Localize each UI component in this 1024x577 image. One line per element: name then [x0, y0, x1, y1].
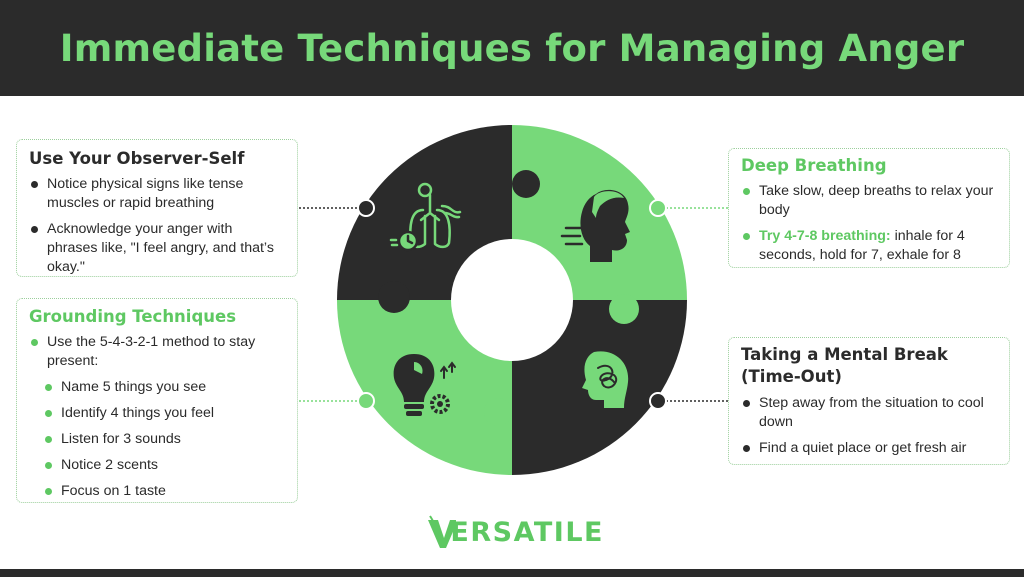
deep-breathing-card: Deep Breathing Take slow, deep breaths t… [728, 148, 1010, 268]
list-item: Listen for 3 sounds [29, 430, 285, 449]
list-item: Acknowledge your anger with phrases like… [29, 220, 285, 277]
connector-dot [357, 199, 375, 217]
puzzle-piece-top-left [337, 125, 512, 300]
mental-break-card: Taking a Mental Break (Time-Out) Step aw… [728, 337, 1010, 465]
connector-dot [649, 392, 667, 410]
page-title: Immediate Techniques for Managing Anger [59, 26, 965, 70]
breathing-highlight: Try 4-7-8 breathing: [759, 228, 891, 245]
grounding-card: Grounding Techniques Use the 5-4-3-2-1 m… [16, 298, 298, 503]
list-item: Name 5 things you see [29, 378, 285, 397]
list-item: Take slow, deep breaths to relax your bo… [741, 182, 997, 220]
mental-break-list: Step away from the situation to cool dow… [741, 394, 997, 458]
list-item: Notice 2 scents [29, 456, 285, 475]
breathing-heading: Deep Breathing [741, 156, 887, 175]
list-item: Identify 4 things you feel [29, 404, 285, 423]
puzzle-knob [609, 294, 639, 324]
observer-self-card: Use Your Observer-Self Notice physical s… [16, 139, 298, 277]
connector-dot [357, 392, 375, 410]
list-item: Use the 5-4-3-2-1 method to stay present… [29, 333, 285, 371]
grounding-list: Use the 5-4-3-2-1 method to stay present… [29, 333, 285, 371]
puzzle-knob [484, 398, 512, 426]
exhale-face-icon [560, 189, 630, 262]
grounding-steps: Name 5 things you see Identify 4 things … [29, 378, 285, 501]
versatile-logo: ERSATILE [424, 512, 604, 552]
observer-heading: Use Your Observer-Self [29, 149, 245, 168]
lightbulb-gear-icon [393, 354, 456, 416]
puzzle-knob [512, 170, 540, 198]
logo-mark-icon [428, 515, 457, 548]
puzzle-knob [378, 281, 410, 313]
breathing-detail: inhale for 4 seconds, hold for 7, exhale… [759, 228, 965, 264]
mental-break-heading: Taking a Mental Break (Time-Out) [741, 345, 948, 386]
head-scribble-icon [582, 351, 629, 408]
connector-dot [649, 199, 667, 217]
grounding-intro: Use the 5-4-3-2-1 method to stay present… [47, 334, 256, 370]
lungs-stopwatch-icon [389, 182, 462, 252]
list-item: Try 4-7-8 breathing: inhale for 4 second… [741, 227, 997, 265]
list-item: Notice physical signs like tense muscles… [29, 175, 285, 213]
list-item: Focus on 1 taste [29, 482, 285, 501]
footer-bar [0, 569, 1024, 577]
grounding-heading: Grounding Techniques [29, 307, 237, 326]
observer-list: Notice physical signs like tense muscles… [29, 175, 285, 277]
list-item: Step away from the situation to cool dow… [741, 394, 997, 432]
logo-text: ERSATILE [450, 516, 604, 548]
breathing-list: Take slow, deep breaths to relax your bo… [741, 182, 997, 265]
list-item: Find a quiet place or get fresh air [741, 439, 997, 458]
header-bar: Immediate Techniques for Managing Anger [0, 0, 1024, 96]
